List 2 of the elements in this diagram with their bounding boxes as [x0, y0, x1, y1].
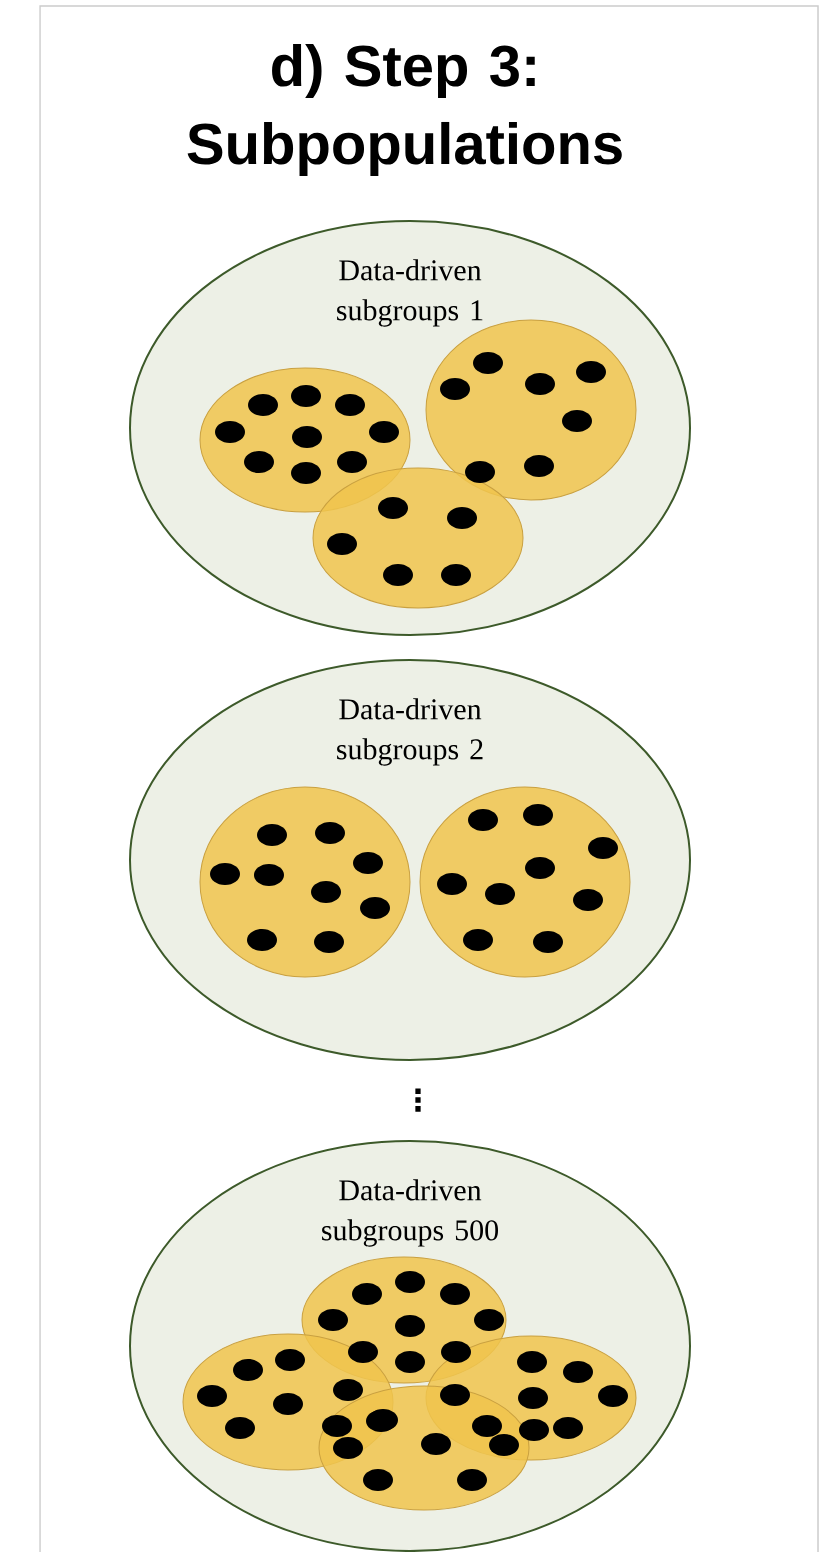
title: d) Step 3: Subpopulations [187, 43, 622, 177]
vertical-ellipsis: ⋮ [415, 1088, 421, 1112]
